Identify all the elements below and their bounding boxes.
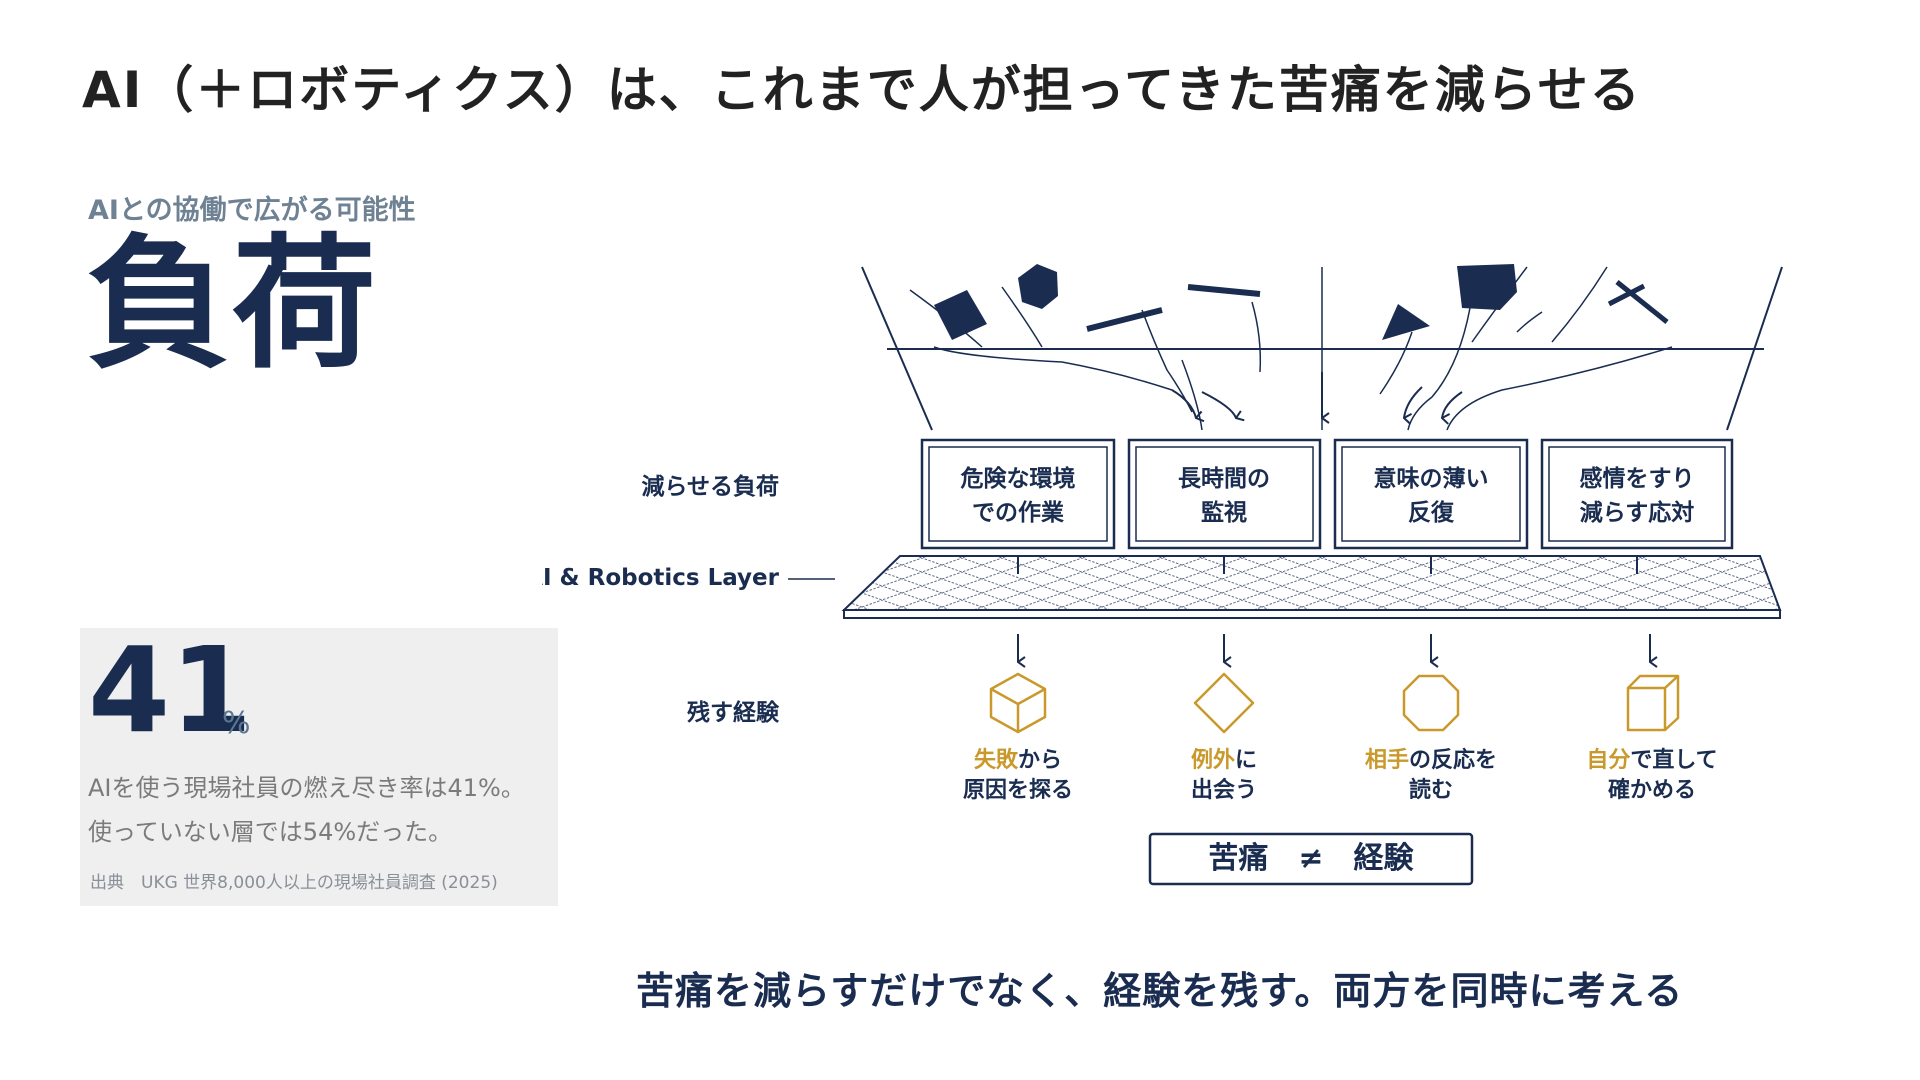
svg-text:失敗から: 失敗から [974,748,1062,773]
burden-card-label: での作業 [972,499,1065,526]
burden-card-label: 意味の薄い [1374,465,1489,492]
stat-description: AIを使う現場社員の燃え尽き率は41%。 使っていない層では54%だった。 [88,766,568,854]
diamond-icon [1193,672,1255,734]
box-icon [1626,674,1680,732]
row-label-burden: 減らせる負荷 [641,473,779,500]
equation-box: 苦痛 ≠ 経験 [1148,832,1474,886]
burden-card-label: 反復 [1408,499,1455,526]
experience-text: で直して [1630,747,1717,773]
stat-value: 41 [88,621,253,759]
burden-card-label: 減らす応対 [1580,499,1695,526]
row-label-layer: AI & Robotics Layer [542,565,780,591]
funnel-arrows [1171,372,1463,418]
stat-unit: % [222,706,251,741]
equation-text: 苦痛 ≠ 経験 [1208,841,1414,876]
footer-message: 苦痛を減らすだけでなく、経験を残す。両方を同時に考える [636,969,1684,1013]
stat-card: 41 % AIを使う現場社員の燃え尽き率は41%。 使っていない層では54%だっ… [80,628,558,906]
experience-label: 自分で直して 確かめる [1586,747,1717,803]
burden-card-label: 危険な環境 [961,465,1076,492]
stat-description-line: 使っていない層では54%だった。 [88,818,453,846]
experience-text: 原因を探る [963,777,1073,803]
burden-card: 長時間の 監視 [1127,438,1322,550]
experience-text: に [1235,748,1257,773]
experience-text: 確かめる [1608,777,1696,803]
octagon-icon [1402,674,1460,732]
stat-description-line: AIを使う現場社員の燃え尽き率は41%。 [88,774,525,802]
experience-highlight: 相手 [1365,748,1409,773]
experience-label: 相手の反応を 読む [1365,747,1497,803]
page-subtitle: AIとの協働で広がる可能性 [88,195,416,226]
page-title: AI（＋ロボティクス）は、これまで人が担ってきた苦痛を減らせる [82,61,1642,119]
experience-text: 読む [1409,777,1453,803]
experience-text: 出会う [1191,777,1257,803]
burden-card-label: 感情をすり [1580,465,1695,492]
svg-text:相手の反応を: 相手の反応を [1365,747,1497,773]
row-label-experience: 残す経験 [687,699,780,726]
burden-card: 危険な環境 での作業 [920,438,1116,550]
funnel-illustration [861,266,1783,431]
experience-text: の反応を [1409,747,1497,773]
experience-label: 失敗から 原因を探る [963,748,1073,803]
debris-shapes [934,264,1669,340]
svg-text:自分で直して: 自分で直して [1586,747,1717,773]
experience-highlight: 失敗 [974,748,1019,773]
experience-highlight: 例外 [1191,747,1235,773]
experience-text: から [1018,748,1062,773]
experience-highlight: 自分 [1586,747,1630,773]
connector-lines [1017,556,1638,574]
keyword-heading: 負荷 [86,220,379,388]
ai-robotics-layer [841,555,1782,619]
cube-icon [989,672,1047,734]
experience-label: 例外に 出会う [1191,747,1257,803]
burden-diagram: 減らせる負荷 AI & Robotics Layer 残す経験 危険な環境 での… [542,222,1852,900]
stat-source: 出典 UKG 世界8,000人以上の現場社員調査 (2025) [90,873,498,893]
burden-card: 感情をすり 減らす応対 [1540,438,1734,550]
down-arrows [1017,634,1650,662]
burden-card: 意味の薄い 反復 [1333,438,1529,550]
burden-card-label: 長時間の [1178,466,1270,492]
svg-text:例外に: 例外に [1191,747,1257,773]
burden-card-label: 監視 [1201,500,1247,526]
